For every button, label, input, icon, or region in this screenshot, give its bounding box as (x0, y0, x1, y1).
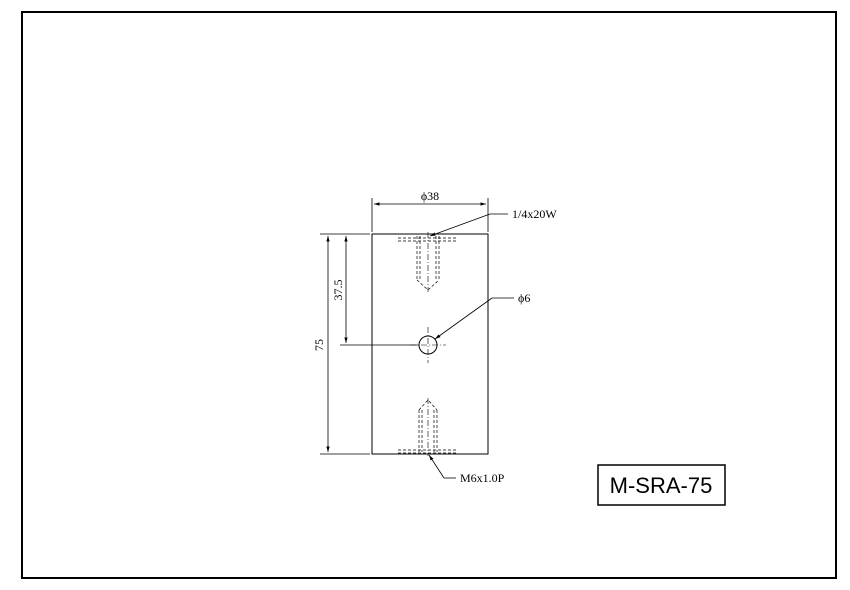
half-height-dimension: 37.5 (331, 236, 418, 346)
bottom-thread-callout: M6x1.0P (428, 454, 505, 485)
side-hole-label: ϕ6 (518, 291, 530, 305)
height-dimension: 75 (312, 233, 370, 455)
half-height-label: 37.5 (331, 280, 345, 301)
side-hole-callout: ϕ6 (434, 291, 530, 340)
diameter-label: ϕ38 (421, 189, 439, 203)
drawing-frame (21, 11, 837, 579)
diameter-dimension: ϕ38 (371, 189, 489, 232)
top-thread-label: 1/4x20W (512, 207, 557, 221)
part-body-outline (371, 233, 489, 455)
bottom-thread-label: M6x1.0P (460, 471, 505, 485)
bottom-threaded-hole (398, 398, 456, 456)
top-threaded-hole (398, 232, 456, 292)
top-thread-callout: 1/4x20W (429, 207, 557, 237)
model-label: M-SRA-75 (610, 473, 713, 498)
model-label-box: M-SRA-75 (597, 464, 726, 506)
height-label: 75 (312, 339, 326, 351)
